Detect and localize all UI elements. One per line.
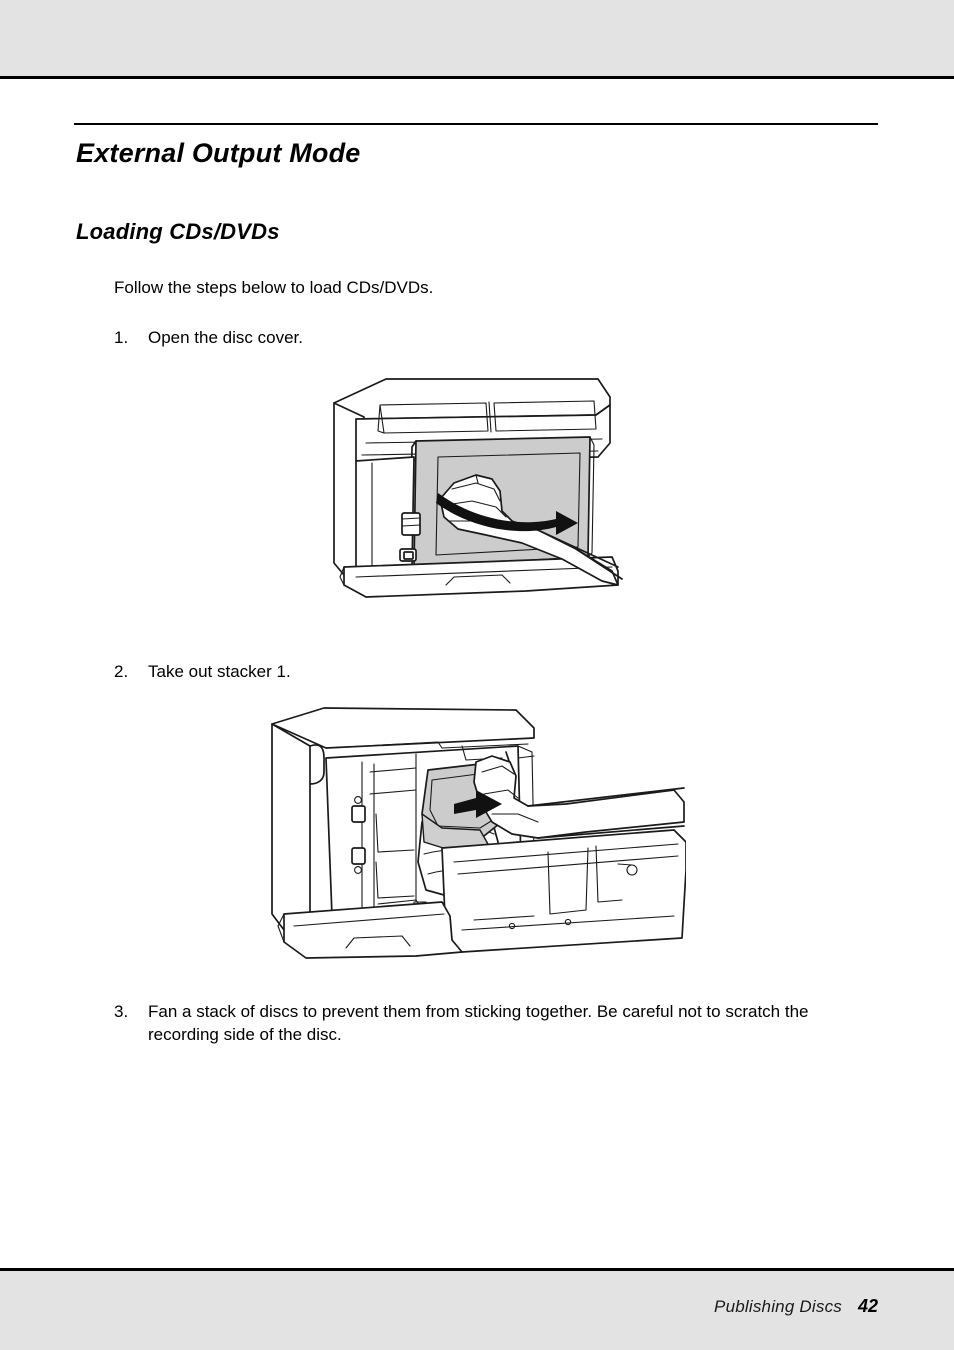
body-text-block-2: 2. Take out stacker 1. — [114, 660, 878, 683]
section-heading: Loading CDs/DVDs — [76, 219, 280, 244]
intro-paragraph: Follow the steps below to load CDs/DVDs. — [114, 278, 434, 297]
step-item-1: 1. Open the disc cover. — [114, 326, 878, 349]
body-text-block-3: 3. Fan a stack of discs to prevent them … — [114, 1000, 878, 1047]
step-text-1: Open the disc cover. — [148, 327, 303, 347]
footer-section-label: Publishing Discs — [714, 1297, 842, 1316]
step-text-2: Take out stacker 1. — [148, 662, 291, 682]
figure-open-disc-cover-svg — [333, 378, 623, 599]
step-number-1: 1. — [114, 327, 129, 347]
page-title: External Output Mode — [76, 138, 361, 168]
content-column: External Output Mode Loading CDs/DVDs Fo… — [74, 79, 878, 1047]
page-footer-band: Publishing Discs 42 — [0, 1274, 954, 1350]
figure-take-out-stacker — [74, 702, 878, 964]
figure-take-out-stacker-svg — [271, 706, 686, 959]
page-sheet: External Output Mode Loading CDs/DVDs Fo… — [0, 76, 954, 1271]
title-divider-rule — [74, 123, 878, 125]
footer-page-number: 42 — [857, 1296, 878, 1316]
step-number-3: 3. — [114, 1001, 129, 1021]
page-header-band — [0, 0, 954, 76]
body-text-block: Follow the steps below to load CDs/DVDs.… — [114, 277, 878, 349]
step-number-2: 2. — [114, 662, 129, 682]
step-item-2: 2. Take out stacker 1. — [114, 660, 878, 683]
step-text-3: Fan a stack of discs to prevent them fro… — [148, 1001, 809, 1045]
step-item-3: 3. Fan a stack of discs to prevent them … — [114, 1000, 878, 1047]
footer-content: Publishing Discs 42 — [714, 1296, 878, 1317]
figure-open-disc-cover — [74, 371, 878, 626]
